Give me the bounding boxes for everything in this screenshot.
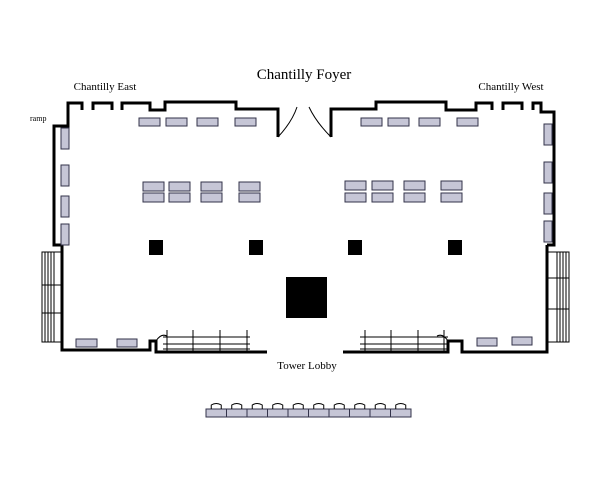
table [60, 195, 70, 218]
chair [251, 403, 263, 409]
table [196, 117, 219, 127]
pillar [348, 240, 362, 255]
main-doors [277, 106, 332, 138]
lobby-table-row [205, 403, 412, 418]
table [543, 192, 553, 215]
table [344, 180, 367, 191]
lobby-table [226, 408, 248, 418]
chair [272, 403, 284, 409]
table [387, 117, 410, 127]
chair [231, 403, 243, 409]
chair [210, 403, 222, 409]
lobby-table [328, 408, 350, 418]
table [440, 192, 463, 203]
lobby-table [246, 408, 268, 418]
label-ramp: ramp [30, 114, 46, 123]
table [60, 127, 70, 150]
table [238, 181, 261, 192]
center-tables-right [344, 180, 463, 203]
chair [333, 403, 345, 409]
table [511, 336, 533, 346]
lobby-table [287, 408, 309, 418]
label-chantilly-west: Chantilly West [478, 81, 543, 93]
chair [374, 403, 386, 409]
table [60, 164, 70, 187]
table [456, 117, 479, 127]
table [476, 337, 498, 347]
lobby-rail-right [360, 330, 448, 352]
label-tower-lobby: Tower Lobby [277, 360, 337, 372]
table [403, 180, 426, 191]
table [200, 181, 223, 192]
table [543, 161, 553, 184]
center-tables-left [142, 181, 261, 203]
lobby-table [205, 408, 227, 418]
lobby-table [267, 408, 289, 418]
right-stairs [546, 251, 570, 343]
table [75, 338, 98, 348]
table [440, 180, 463, 191]
table [344, 192, 367, 203]
lobby-table [308, 408, 330, 418]
table [360, 117, 383, 127]
lobby-table [369, 408, 391, 418]
right-wall-tables [543, 123, 553, 243]
table [543, 123, 553, 146]
table [142, 192, 165, 203]
table [234, 117, 257, 127]
lobby-table [349, 408, 371, 418]
chair [313, 403, 325, 409]
table [403, 192, 426, 203]
pillar [448, 240, 462, 255]
table [168, 181, 191, 192]
table [371, 192, 394, 203]
table [238, 192, 261, 203]
table [168, 192, 191, 203]
chair [354, 403, 366, 409]
left-wall-tables [60, 127, 70, 246]
pillars [149, 240, 462, 255]
chair [292, 403, 304, 409]
bottom-wall-tables [75, 336, 533, 348]
label-chantilly-east: Chantilly East [74, 81, 137, 93]
room-title: Chantilly Foyer [257, 67, 352, 83]
table [371, 180, 394, 191]
table [60, 223, 70, 246]
table [138, 117, 161, 127]
left-stairs [41, 251, 63, 343]
table [200, 192, 223, 203]
pillar [249, 240, 263, 255]
table [165, 117, 188, 127]
lobby-table [390, 408, 412, 418]
table [543, 220, 553, 243]
lobby-rail-left [163, 330, 250, 352]
central-block [286, 277, 327, 318]
table [116, 338, 138, 348]
pillar [149, 240, 163, 255]
top-wall-tables [138, 117, 479, 127]
table [418, 117, 441, 127]
table [142, 181, 165, 192]
door-arcs [155, 334, 449, 342]
chair [395, 403, 407, 409]
